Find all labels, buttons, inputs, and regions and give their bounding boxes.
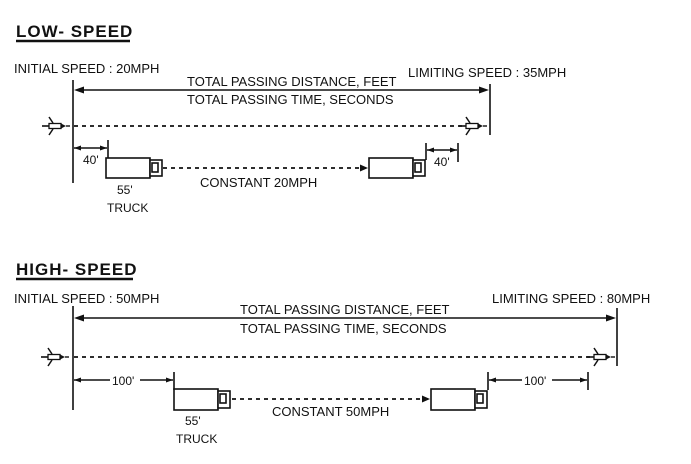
- low-distance-label: TOTAL PASSING DISTANCE, FEET: [187, 74, 397, 89]
- low-start-gap-right-arrow: [100, 145, 107, 151]
- low-total-distance-left-arrow: [74, 86, 84, 94]
- high-limiting-speed-label: LIMITING SPEED : 80MPH: [492, 291, 650, 306]
- low-truck-label: TRUCK: [107, 201, 148, 215]
- low-start-gap-left-arrow: [74, 145, 81, 151]
- low-truck-start-icon: [105, 157, 163, 179]
- high-time-label: TOTAL PASSING TIME, SECONDS: [240, 321, 447, 336]
- low-initial-speed-label: INITIAL SPEED : 20MPH: [14, 61, 159, 76]
- high-end-gap-label: 100': [524, 374, 546, 388]
- high-start-gap-left-arrow: [74, 377, 81, 383]
- low-limiting-speed-label: LIMITING SPEED : 35MPH: [408, 65, 566, 80]
- high-end-gap-left-arrow: [489, 377, 496, 383]
- low-start-gap-label: 40': [83, 153, 99, 167]
- low-constant-speed-label: CONSTANT 20MPH: [200, 175, 317, 190]
- high-truck-end-icon: [430, 388, 488, 411]
- high-distance-label: TOTAL PASSING DISTANCE, FEET: [240, 302, 450, 317]
- high-passing-car-end-icon: [586, 347, 616, 367]
- high-truck-length-label: 55': [185, 414, 201, 428]
- high-passing-car-start-icon: [40, 347, 70, 367]
- low-truck-length-label: 55': [117, 183, 133, 197]
- high-truck-start-icon: [173, 388, 231, 411]
- low-end-gap-right-arrow: [450, 147, 457, 153]
- low-end-gap-left-arrow: [427, 147, 434, 153]
- low-speed-section: LOW- SPEED INITIAL SPEED : 20MPH LIMITIN…: [14, 22, 566, 215]
- high-start-gap-label: 100': [112, 374, 134, 388]
- low-truck-end-icon: [368, 157, 426, 179]
- low-total-distance-right-arrow: [479, 86, 489, 94]
- low-time-label: TOTAL PASSING TIME, SECONDS: [187, 92, 394, 107]
- high-truck-label: TRUCK: [176, 432, 217, 446]
- low-speed-heading: LOW- SPEED: [16, 22, 133, 41]
- low-truck-path-arrow: [360, 164, 368, 172]
- high-speed-heading: HIGH- SPEED: [16, 260, 138, 279]
- high-total-distance-right-arrow: [606, 314, 616, 322]
- high-initial-speed-label: INITIAL SPEED : 50MPH: [14, 291, 159, 306]
- high-start-gap-right-arrow: [166, 377, 173, 383]
- low-end-gap-label: 40': [434, 155, 450, 169]
- high-total-distance-left-arrow: [74, 314, 84, 322]
- high-speed-section: HIGH- SPEED INITIAL SPEED : 50MPH LIMITI…: [14, 260, 650, 446]
- low-passing-car-end-icon: [458, 116, 488, 136]
- high-constant-speed-label: CONSTANT 50MPH: [272, 404, 389, 419]
- high-end-gap-right-arrow: [580, 377, 587, 383]
- low-passing-car-start-icon: [41, 116, 71, 136]
- high-truck-path-arrow: [422, 395, 430, 403]
